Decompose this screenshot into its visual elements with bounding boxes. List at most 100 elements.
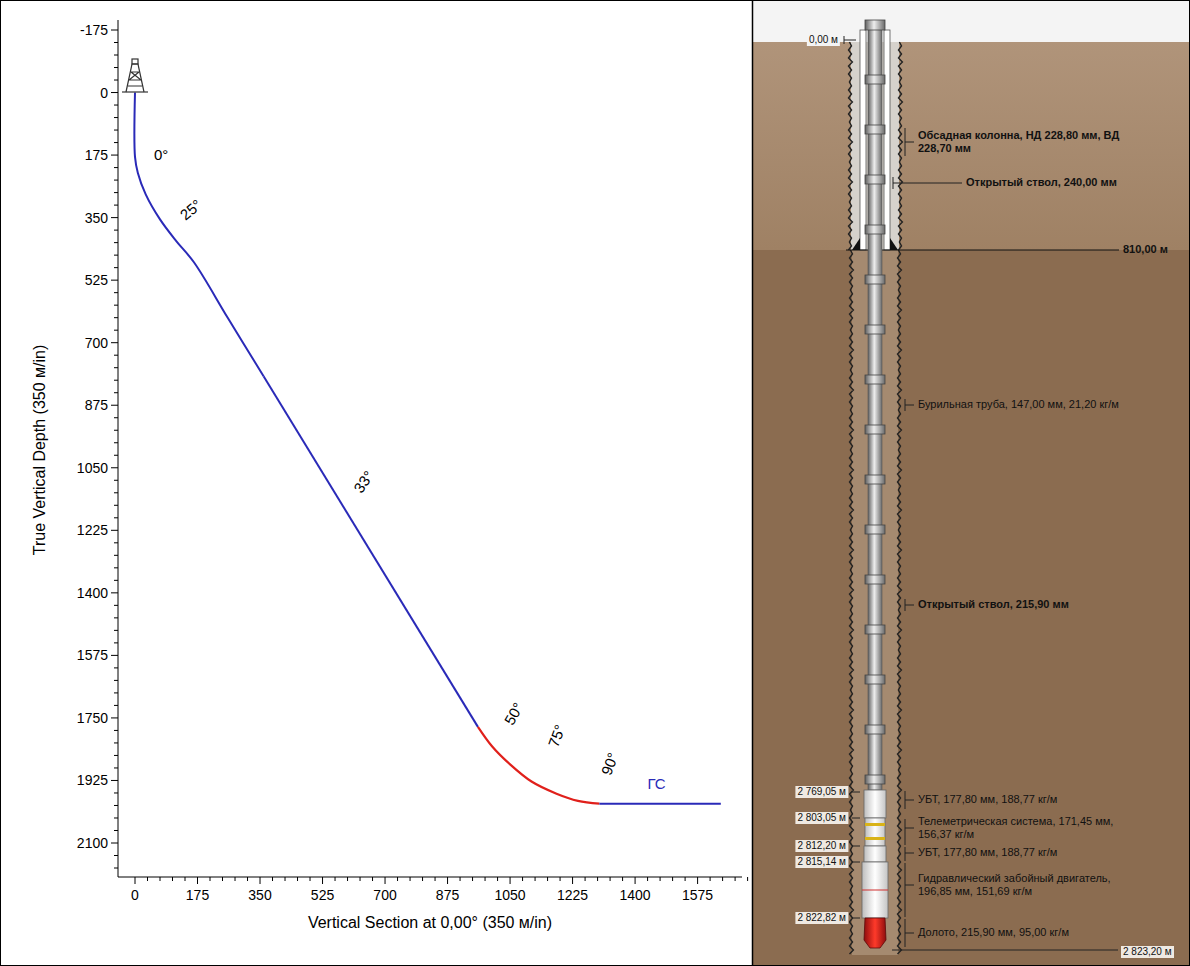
x-tick: [510, 877, 511, 884]
x-axis-title: Vertical Section at 0,00° (350 м/in): [308, 913, 552, 932]
y-tick: [114, 330, 118, 331]
y-tick: [114, 680, 118, 681]
x-tick: [172, 877, 173, 881]
y-tick: [114, 792, 118, 793]
y-tick-label: 175: [85, 147, 108, 164]
y-tick: [114, 55, 118, 56]
y-tick: [114, 492, 118, 493]
y-tick: [111, 30, 118, 31]
x-tick: [285, 877, 286, 881]
y-tick: [114, 505, 118, 506]
bracket-leader: [905, 599, 914, 611]
y-tick: [114, 417, 118, 418]
bracket-leader: [893, 177, 962, 189]
y-tick: [114, 117, 118, 118]
x-tick: [735, 877, 736, 881]
x-tick: [435, 877, 436, 881]
y-tick: [111, 655, 118, 656]
x-tick: [260, 877, 261, 884]
y-tick: [111, 217, 118, 218]
bracket-leader: [905, 863, 914, 917]
open-hole-wall: [849, 42, 853, 250]
drill-bit: [864, 918, 886, 948]
y-tick: [114, 67, 118, 68]
inclination-label: 75°: [544, 722, 569, 749]
y-tick-label: 525: [85, 272, 108, 289]
tool-joint: [865, 125, 885, 134]
y-tick: [114, 167, 118, 168]
depth-marker: [852, 792, 860, 918]
x-tick: [310, 877, 311, 881]
x-tick: [185, 877, 186, 881]
y-tick: [114, 455, 118, 456]
open-hole-wall: [898, 250, 902, 954]
x-tick: [372, 877, 373, 881]
component-label: Гидравлический забойный двигатель, 196,8…: [918, 872, 1133, 898]
y-tick: [111, 405, 118, 406]
x-tick: [747, 877, 748, 881]
y-tick-label: 1225: [77, 522, 108, 539]
y-tick: [111, 280, 118, 281]
trajectory-landing: [478, 727, 599, 804]
y-tick: [114, 555, 118, 556]
x-tick: [647, 877, 648, 881]
y-tick: [114, 480, 118, 481]
x-tick-label: 350: [248, 887, 271, 904]
x-tick: [522, 877, 523, 881]
x-tick: [347, 877, 348, 881]
y-tick-label: 875: [85, 397, 108, 414]
x-tick: [660, 877, 661, 881]
inclination-label: 25°: [177, 196, 206, 224]
y-tick: [114, 130, 118, 131]
x-tick: [235, 877, 236, 881]
y-tick: [114, 817, 118, 818]
trajectory-build: [134, 93, 263, 377]
derrick-base: [122, 91, 148, 92]
hole-label: Открытый ствол, 215,90 мм: [918, 598, 1069, 611]
x-tick: [160, 877, 161, 881]
x-tick-label: 525: [311, 887, 334, 904]
telemetry-band: [865, 837, 885, 840]
bracket-leader: [905, 791, 914, 809]
derrick-braces: [128, 72, 142, 86]
y-tick: [114, 667, 118, 668]
leader-lines: [844, 36, 1118, 950]
tool-joint: [865, 475, 885, 484]
x-tick: [297, 877, 298, 881]
y-tick: [114, 855, 118, 856]
tool-joint: [865, 625, 885, 634]
y-tick: [111, 467, 118, 468]
derrick-icon: [122, 59, 148, 92]
panel-divider: [752, 0, 754, 966]
y-tick: [114, 692, 118, 693]
x-axis: [118, 877, 742, 878]
x-tick: [672, 877, 673, 881]
x-tick: [697, 877, 698, 884]
y-tick: [111, 717, 118, 718]
upper-ground: [753, 42, 1190, 250]
tool-joint: [865, 375, 885, 384]
y-tick: [114, 192, 118, 193]
casing-label: Обсадная колонна, НД 228,80 мм, ВД 228,7…: [918, 129, 1128, 155]
x-tick-label: 1225: [557, 887, 588, 904]
y-tick: [114, 430, 118, 431]
inclination-label: 33°: [350, 468, 378, 497]
casing-wall: [884, 30, 890, 250]
y-tick: [114, 567, 118, 568]
y-tick: [114, 105, 118, 106]
tool-joint: [865, 425, 885, 434]
y-tick-label: 1050: [77, 459, 108, 476]
y-tick: [114, 205, 118, 206]
component-label: УБТ, 177,80 мм, 188,77 кг/м: [918, 793, 1057, 806]
y-tick: [111, 342, 118, 343]
x-tick: [472, 877, 473, 881]
inclination-label: 0°: [154, 146, 168, 164]
y-tick: [114, 242, 118, 243]
tool-joint: [865, 675, 885, 684]
y-tick: [114, 542, 118, 543]
derrick-crown: [132, 59, 138, 64]
lower-ground: [753, 250, 1190, 966]
bracket-leader: [905, 847, 914, 861]
